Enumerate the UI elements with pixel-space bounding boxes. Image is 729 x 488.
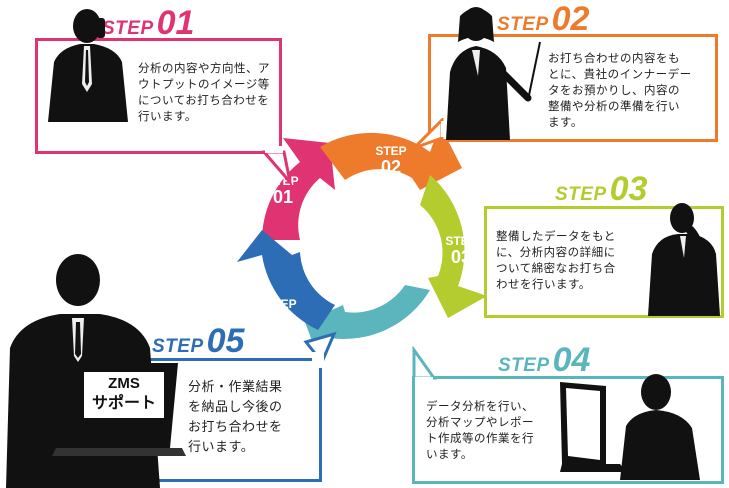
segment-label-01-num: 01 xyxy=(272,186,294,207)
segment-label-05: STEP 05 xyxy=(260,298,302,329)
segment-label-03: STEP 03 xyxy=(440,235,482,266)
segment-label-05-step: STEP xyxy=(265,297,297,311)
step-03-title: STEP03 xyxy=(555,172,647,206)
step-02-title: STEP02 xyxy=(497,2,589,36)
segment-label-03-num: 03 xyxy=(450,246,472,267)
laptop-screen-label: ZMS サポート xyxy=(82,370,166,420)
segment-label-03-step: STEP xyxy=(445,234,477,248)
segment-label-04-num: 04 xyxy=(384,344,406,365)
step-02-pointer xyxy=(412,118,444,150)
step-01-title: STEP01 xyxy=(102,6,194,40)
person-thinking-icon xyxy=(648,203,720,316)
step-01-title-num: 01 xyxy=(156,4,195,42)
segment-step-01 xyxy=(262,138,335,240)
segment-label-04-step: STEP xyxy=(379,332,411,346)
segment-label-05-num: 05 xyxy=(270,309,292,330)
person-laptop-large-icon xyxy=(6,254,186,488)
person-pointer-icon xyxy=(446,7,541,140)
step-05-title-label: STEP xyxy=(152,336,204,357)
laptop-screen-line2: サポート xyxy=(91,395,156,412)
step-05-title: STEP05 xyxy=(152,324,244,358)
step-03-title-label: STEP xyxy=(555,184,607,205)
step-04-title-label: STEP xyxy=(498,355,550,376)
segment-step-03 xyxy=(420,175,487,318)
segment-step-02 xyxy=(320,125,462,190)
person-phone-icon xyxy=(48,9,128,122)
step-02-text: お打ち合わせの内容をも とに、貴社のインナーデー タをお預かりし、内容の 整備や… xyxy=(548,51,692,129)
step-02-title-num: 02 xyxy=(551,0,590,38)
segment-step-04 xyxy=(305,285,430,368)
step-03-title-num: 03 xyxy=(609,170,648,208)
step-02-title-label: STEP xyxy=(497,14,549,35)
step-05-title-num: 05 xyxy=(206,322,245,360)
segment-label-02: STEP 02 xyxy=(370,145,412,176)
segment-label-02-num: 02 xyxy=(380,156,402,177)
laptop-screen-line1: ZMS xyxy=(108,375,140,392)
segment-label-04: STEP 04 xyxy=(374,333,416,364)
step-01-title-label: STEP xyxy=(102,18,154,39)
step-04-title: STEP04 xyxy=(498,343,590,377)
segment-step-05 xyxy=(237,230,335,330)
step-01-pointer xyxy=(262,146,293,186)
step-03-text: 整備したデータをもと に、分析内容の詳細に ついて綿密なお打ち合 わせを行います… xyxy=(496,229,616,291)
step-04-text: データ分析を行い、 分析マップやレポー ト作成等の作業を行 います。 xyxy=(426,399,534,461)
segment-label-02-step: STEP xyxy=(375,144,407,158)
step-04-title-num: 04 xyxy=(552,341,591,379)
step-05-text: 分析・作業結果 を納品し今後の お打ち合わせを 行います。 xyxy=(188,380,283,455)
step-05-pointer xyxy=(303,331,337,368)
step-01-text: 分析の内容や方向性、ア ウトプットのイメージ等 についてお打ち合わせを 行います… xyxy=(138,61,270,123)
person-laptop-icon xyxy=(560,374,700,480)
step-04-pointer xyxy=(412,346,437,385)
